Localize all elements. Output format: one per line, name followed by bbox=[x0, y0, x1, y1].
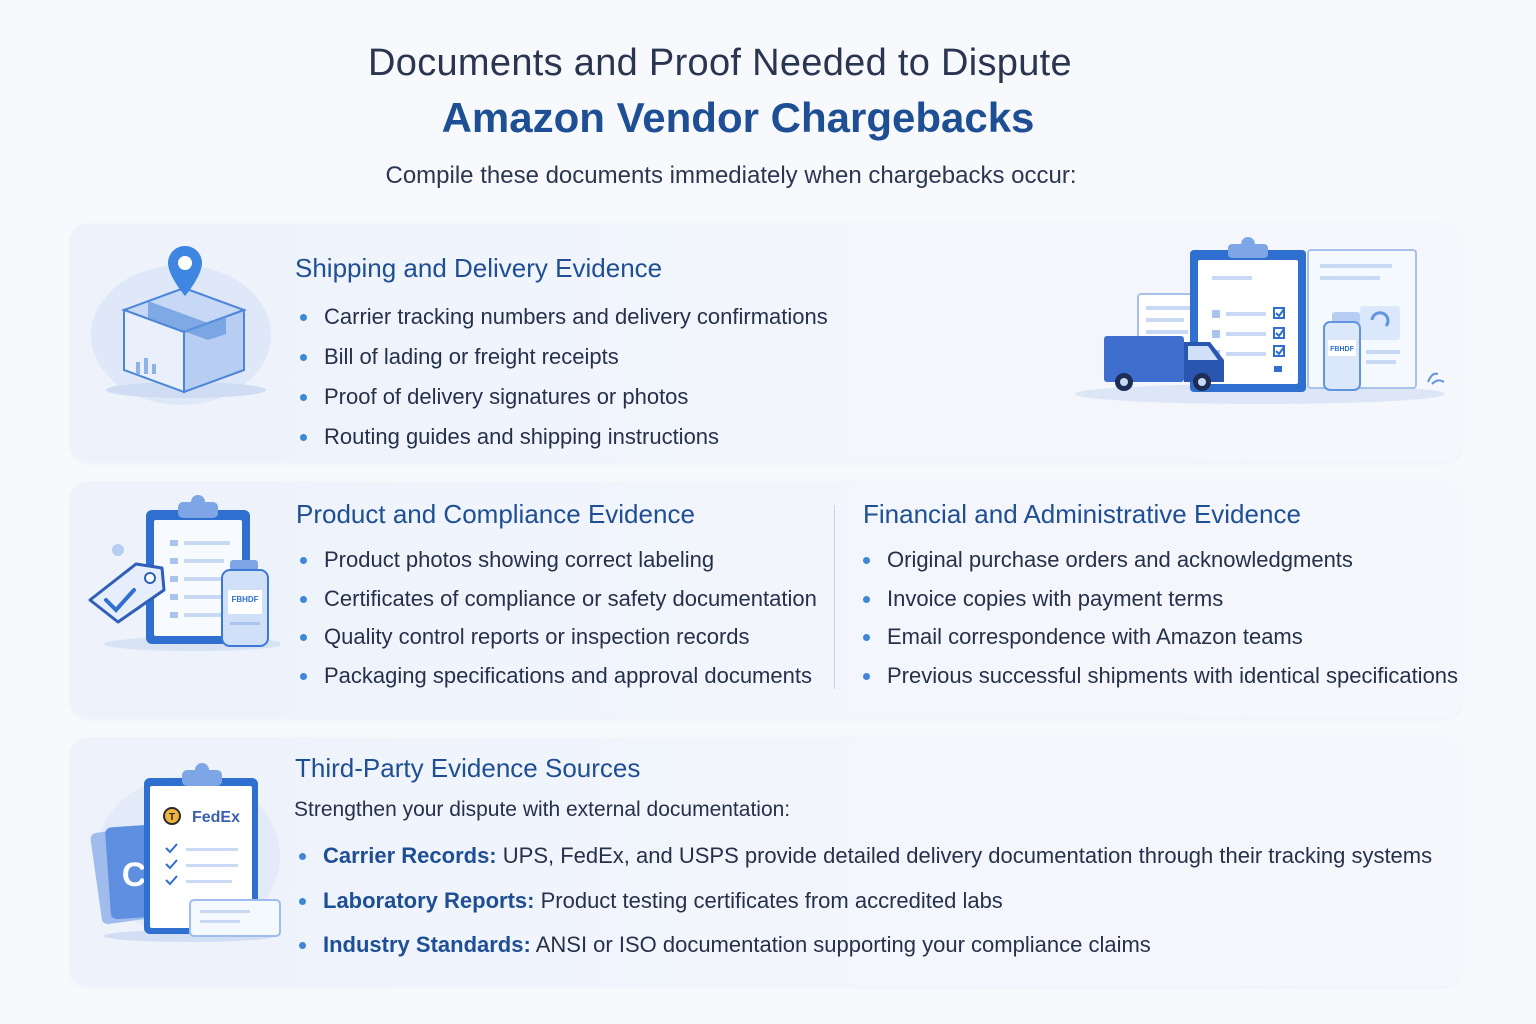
list-item: Invoice copies with payment terms bbox=[859, 580, 1458, 619]
list-item: Certificates of compliance or safety doc… bbox=[296, 580, 817, 619]
clipboard-icon: FBHDF bbox=[104, 495, 280, 651]
price-tag-icon bbox=[88, 562, 166, 624]
list-item: Previous successful shipments with ident… bbox=[859, 657, 1458, 696]
list-item: Email correspondence with Amazon teams bbox=[859, 618, 1458, 657]
page-title-emphasis: Amazon Vendor Chargebacks bbox=[441, 94, 1035, 141]
page-subtitle: Compile these documents immediately when… bbox=[385, 162, 1077, 189]
header: Documents and Proof Needed to Dispute Am… bbox=[0, 0, 1536, 210]
list-item: Original purchase orders and acknowledgm… bbox=[859, 541, 1458, 580]
package-box-icon bbox=[91, 265, 271, 405]
item-label: Industry Standards: bbox=[323, 932, 531, 957]
list-item: Proof of delivery signatures or photos bbox=[296, 377, 828, 417]
list-item: Carrier tracking numbers and delivery co… bbox=[296, 297, 828, 337]
list-item: Quality control reports or inspection re… bbox=[296, 618, 817, 657]
svg-text:T: T bbox=[169, 812, 175, 823]
list-item: Laboratory Reports: Product testing cert… bbox=[295, 879, 1432, 924]
truck-doc-label: FBHDF bbox=[1330, 346, 1354, 353]
item-text: ANSI or ISO documentation supporting you… bbox=[530, 932, 1151, 957]
list-item: Bill of lading or freight receipts bbox=[296, 337, 828, 377]
financial-list: Original purchase orders and acknowledgm… bbox=[859, 541, 1458, 695]
item-label: Laboratory Reports: bbox=[323, 887, 535, 913]
list-item: Carrier Records: UPS, FedEx, and USPS pr… bbox=[295, 834, 1432, 879]
product-section-title: Product and Compliance Evidence bbox=[296, 499, 695, 529]
location-pin-icon bbox=[168, 246, 202, 296]
third-party-intro: Strengthen your dispute with external do… bbox=[294, 798, 791, 821]
list-item: Routing guides and shipping instructions bbox=[296, 417, 828, 457]
financial-section-title: Financial and Administrative Evidence bbox=[863, 499, 1301, 529]
page-title: Documents and Proof Needed to Dispute bbox=[368, 42, 1072, 84]
list-item: Industry Standards: ANSI or ISO document… bbox=[295, 923, 1432, 968]
product-list: Product photos showing correct labeling … bbox=[296, 541, 817, 695]
list-item: Product photos showing correct labeling bbox=[296, 541, 817, 580]
section-divider bbox=[834, 505, 835, 689]
item-text: Product testing certificates from accred… bbox=[534, 887, 1003, 913]
svg-text:C: C bbox=[122, 856, 147, 894]
third-party-section-title: Third-Party Evidence Sources bbox=[295, 753, 641, 783]
item-text: UPS, FedEx, and USPS provide detailed de… bbox=[496, 843, 1433, 868]
list-item: Packaging specifications and approval do… bbox=[296, 657, 817, 696]
fedex-document-icon: C T FedEx bbox=[90, 763, 281, 942]
shipping-section-title: Shipping and Delivery Evidence bbox=[295, 253, 663, 283]
bottle-label: FBHDF bbox=[231, 595, 258, 604]
delivery-truck-icon: FBHDF bbox=[1075, 237, 1445, 404]
shipping-list: Carrier tracking numbers and delivery co… bbox=[296, 297, 828, 457]
fedex-logo: FedEx bbox=[192, 809, 240, 826]
third-party-list: Carrier Records: UPS, FedEx, and USPS pr… bbox=[295, 834, 1432, 968]
item-label: Carrier Records: bbox=[323, 843, 497, 868]
